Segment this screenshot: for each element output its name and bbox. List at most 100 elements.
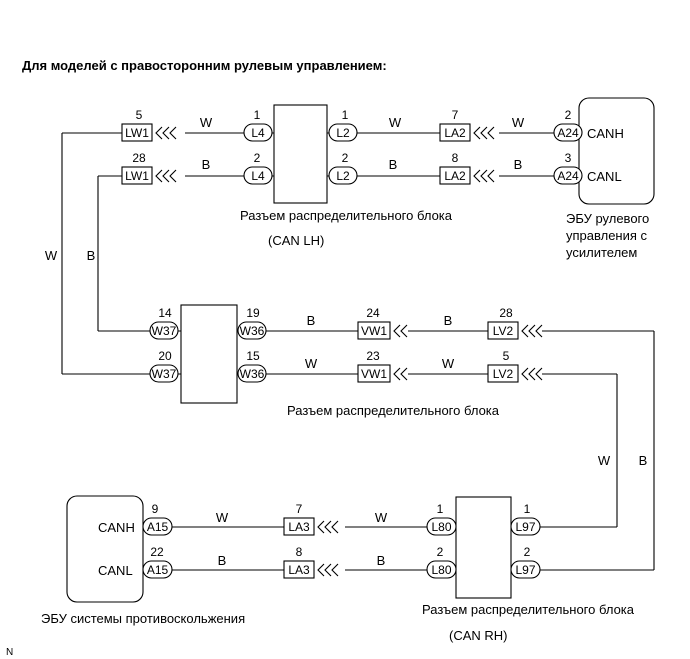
connector-l2-canl: L2: [328, 166, 358, 185]
caption-jb-bot: Разъем распределительного блока: [422, 602, 635, 617]
wire-color-r1-a: W: [200, 115, 213, 130]
wire-color-r4-a: W: [305, 356, 318, 371]
ecu-steer-pin-canl: CANL: [587, 169, 622, 184]
pin-w37-1: 14: [158, 306, 172, 320]
caption-ecu-steer-line2: управления с: [566, 228, 648, 243]
pin-lv2-2: 5: [503, 349, 510, 363]
connector-w36-w: W36: [237, 364, 267, 383]
wire-color-r3-b: B: [444, 313, 453, 328]
svg-text:VW1: VW1: [361, 324, 387, 338]
ecu-skid-control-box: [66, 495, 144, 603]
pin-l97-2: 2: [524, 545, 531, 559]
pin-l4-2: 2: [254, 151, 261, 165]
pin-la2-1: 7: [452, 108, 459, 122]
svg-text:LW1: LW1: [125, 169, 149, 183]
wire-color-r4-b: W: [442, 356, 455, 371]
wire-color-left-w: W: [45, 248, 58, 263]
ecu-power-steering-box: [578, 97, 655, 205]
pin-l80-1: 1: [437, 502, 444, 516]
connector-l80-canl: L80: [426, 560, 457, 579]
pin-w37-2: 20: [158, 349, 172, 363]
connector-a15-canh: A15: [142, 517, 173, 536]
svg-text:W36: W36: [240, 367, 265, 381]
connector-a24-canl: A24: [553, 166, 583, 185]
connector-la3-canh: LA3: [283, 517, 339, 536]
pin-lw1-1: 5: [136, 108, 143, 122]
connector-lw1-canh: LW1: [121, 123, 177, 142]
connector-lw1-canl: LW1: [121, 166, 177, 185]
caption-jb-top-sub: (CAN LH): [268, 233, 324, 248]
connector-la2-canh: LA2: [439, 123, 495, 142]
ecu-skid-pin-canh: CANH: [98, 520, 135, 535]
wire-color-r5-b: W: [375, 510, 388, 525]
pin-a15-1: 9: [152, 502, 159, 516]
pin-lw1-2: 28: [132, 151, 146, 165]
wire-color-left-b: B: [87, 248, 96, 263]
connector-w37-b: W37: [149, 321, 179, 340]
pin-a15-2: 22: [150, 545, 164, 559]
corner-mark: N: [6, 647, 13, 658]
wire-color-r1-c: W: [512, 115, 525, 130]
wire-color-r2-c: B: [514, 157, 523, 172]
connector-la3-canl: LA3: [283, 560, 339, 579]
connector-l2-canh: L2: [328, 123, 358, 142]
pin-la3-2: 8: [296, 545, 303, 559]
svg-text:W37: W37: [152, 367, 177, 381]
diagram-title: Для моделей с правосторонним рулевым упр…: [22, 58, 387, 73]
connector-vw1-b: VW1: [357, 321, 408, 340]
svg-text:LA2: LA2: [444, 126, 466, 140]
svg-text:W36: W36: [240, 324, 265, 338]
pin-l4-1: 1: [254, 108, 261, 122]
pin-w36-2: 15: [246, 349, 260, 363]
wire-color-r2-a: B: [202, 157, 211, 172]
ecu-skid-pin-canl: CANL: [98, 563, 133, 578]
pin-a24-2: 3: [565, 151, 572, 165]
pin-vw1-2: 23: [366, 349, 380, 363]
pin-la2-2: 8: [452, 151, 459, 165]
pin-la3-1: 7: [296, 502, 303, 516]
junction-block-can-rh: [455, 496, 512, 599]
pin-w36-1: 19: [246, 306, 260, 320]
pin-lv2-1: 28: [499, 306, 513, 320]
pin-a24-1: 2: [565, 108, 572, 122]
svg-text:LV2: LV2: [493, 324, 514, 338]
svg-text:L80: L80: [431, 563, 451, 577]
pin-numbers: 5 1 1 7 2 28 2 2 8 3 14 19 24 28 20 15 2…: [132, 108, 571, 559]
wire-color-labels: W W W B B B W B B B W W W B W W B B: [45, 115, 647, 568]
pin-l2-1: 1: [342, 108, 349, 122]
wire-color-r1-b: W: [389, 115, 402, 130]
wire-color-r3-a: B: [307, 313, 316, 328]
caption-ecu-steer-line3: усилителем: [566, 245, 637, 260]
svg-text:L2: L2: [336, 126, 350, 140]
connector-la2-canl: LA2: [439, 166, 495, 185]
svg-text:A15: A15: [147, 520, 169, 534]
junction-block-can-lh: [273, 104, 328, 204]
wire-color-r2-b: B: [389, 157, 398, 172]
caption-jb-top: Разъем распределительного блока: [240, 208, 453, 223]
connector-a24-canh: A24: [553, 123, 583, 142]
pin-l97-1: 1: [524, 502, 531, 516]
svg-text:L4: L4: [251, 169, 265, 183]
connector-l4-canh: L4: [243, 123, 273, 142]
caption-ecu-skid: ЭБУ системы противоскольжения: [41, 611, 245, 626]
svg-text:W37: W37: [152, 324, 177, 338]
junction-block-middle: [180, 304, 238, 404]
pin-vw1-1: 24: [366, 306, 380, 320]
caption-jb-mid: Разъем распределительного блока: [287, 403, 500, 418]
svg-text:A24: A24: [557, 169, 579, 183]
svg-text:L80: L80: [431, 520, 451, 534]
wire-color-r6-a: B: [218, 553, 227, 568]
wire-color-right-w: W: [598, 453, 611, 468]
ecu-steer-pin-canh: CANH: [587, 126, 624, 141]
wire-color-r5-a: W: [216, 510, 229, 525]
wire-color-right-b: B: [639, 453, 648, 468]
svg-text:VW1: VW1: [361, 367, 387, 381]
connector-l97-canh: L97: [510, 517, 541, 536]
connector-a15-canl: A15: [142, 560, 173, 579]
connector-w37-w: W37: [149, 364, 179, 383]
svg-text:LA2: LA2: [444, 169, 466, 183]
svg-text:LV2: LV2: [493, 367, 514, 381]
svg-text:LA3: LA3: [288, 520, 310, 534]
svg-text:A15: A15: [147, 563, 169, 577]
